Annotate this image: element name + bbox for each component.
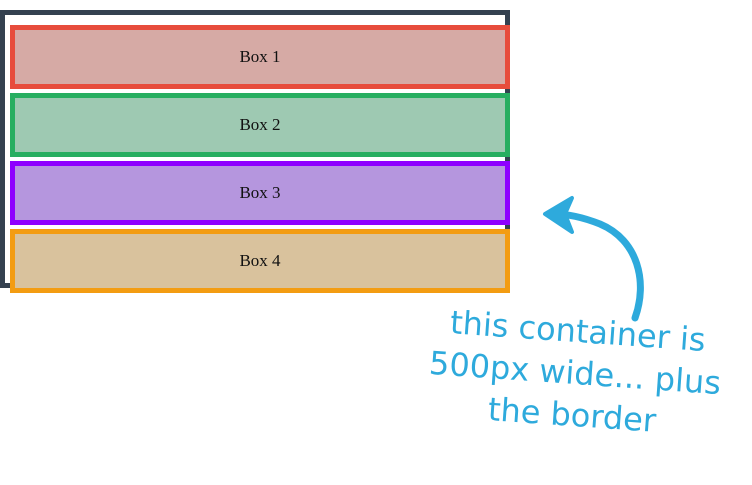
- box-3-label: Box 3: [239, 183, 281, 202]
- box-2-label: Box 2: [239, 115, 281, 134]
- box-1-label: Box 1: [239, 47, 281, 66]
- box-4: Box 4: [10, 229, 510, 293]
- box-2: Box 2: [10, 93, 510, 157]
- box-1: Box 1: [10, 25, 510, 89]
- container: Box 1 Box 2 Box 3 Box 4: [0, 10, 510, 293]
- annotation-text: this container is 500px wide... plus the…: [421, 300, 729, 447]
- curved-arrow-icon: [543, 196, 644, 322]
- box-3: Box 3: [10, 161, 510, 225]
- box-4-label: Box 4: [239, 251, 281, 270]
